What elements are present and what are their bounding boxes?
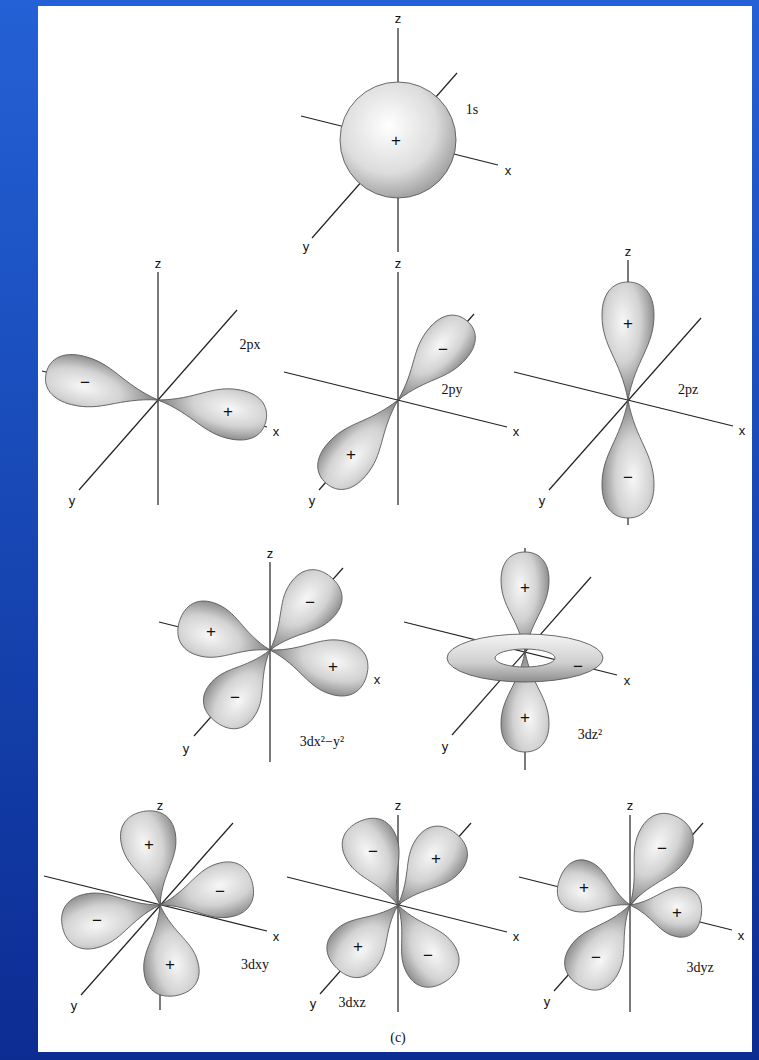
orbital-lobe [307, 384, 417, 500]
phase-sign: + [206, 623, 216, 640]
orbital-lobe [194, 633, 292, 738]
phase-sign: + [672, 904, 682, 921]
orbital-lobe [602, 400, 654, 518]
phase-sign: − [368, 843, 378, 860]
phase-sign: + [346, 446, 356, 463]
s-sphere [340, 82, 456, 198]
orbital-label: 3dxz [338, 996, 365, 1010]
orbital-label: 3dx²−y² [300, 735, 344, 749]
phase-sign: − [438, 341, 448, 358]
axis-label: x [739, 424, 746, 437]
phase-sign: − [92, 912, 102, 929]
phase-sign: + [623, 315, 633, 332]
axis-label: y [442, 740, 449, 753]
axis-label: y [303, 240, 310, 253]
axis-label: z [395, 799, 402, 812]
axis-label: z [155, 257, 162, 270]
phase-sign: − [573, 658, 583, 675]
orbital-label: 1s [466, 103, 478, 117]
phase-sign: + [431, 850, 441, 867]
orbital-label: 3dxy [241, 958, 269, 972]
image-panel [38, 6, 752, 1052]
phase-sign: + [165, 956, 175, 973]
axis-label: y [309, 494, 316, 507]
axis-label: y [310, 997, 317, 1010]
phase-sign: + [144, 836, 154, 853]
phase-sign: − [423, 947, 433, 964]
axis-label: x [273, 930, 280, 943]
orbital-label: 3dz² [578, 728, 602, 742]
axis-label: z [157, 799, 164, 812]
y-axis [312, 73, 457, 238]
axis-label: x [273, 425, 280, 438]
axis-label: y [544, 995, 551, 1008]
phase-sign: − [657, 840, 667, 857]
orbital-lobe [377, 816, 478, 922]
axis-label: z [627, 799, 634, 812]
axis-label: z [267, 547, 274, 560]
phase-sign: + [328, 658, 338, 675]
orbital-lobe [627, 880, 705, 940]
axis-label: y [539, 494, 546, 507]
z-axis [269, 562, 270, 762]
axis-label: x [513, 930, 520, 943]
orbital-label: 2py [442, 383, 463, 397]
panel-letter: (c) [390, 1031, 406, 1045]
orbital-lobe [555, 890, 653, 1000]
phase-sign: − [80, 374, 90, 391]
x-axis [284, 372, 507, 427]
axis-label: y [69, 494, 76, 507]
axis-label: y [71, 999, 78, 1012]
orbital-lobe [374, 891, 468, 996]
z-axis [629, 815, 630, 1012]
phase-sign: + [223, 403, 233, 420]
phase-sign: + [520, 579, 530, 596]
orbital-lobe [602, 282, 654, 400]
axis-label: x [374, 673, 381, 686]
orbital-label: 3dyz [686, 961, 713, 975]
orbital-torus [447, 634, 603, 682]
orbital-lobe [380, 305, 485, 416]
axis-label: y [183, 742, 190, 755]
axis-label: x [624, 674, 631, 687]
phase-sign: + [391, 132, 401, 149]
orbital-label: 2px [240, 338, 261, 352]
axis-label: x [738, 929, 745, 942]
phase-sign: − [623, 469, 633, 486]
orbital-lobe [133, 900, 203, 1000]
orbital-label: 2pz [678, 383, 698, 397]
phase-sign: + [520, 709, 530, 726]
axis-label: x [505, 164, 512, 177]
axis-label: z [625, 245, 632, 258]
phase-sign: − [305, 594, 315, 611]
phase-sign: − [591, 949, 601, 966]
axis-label: x [513, 425, 520, 438]
phase-sign: − [215, 883, 225, 900]
orbital-lobe [263, 623, 374, 701]
phase-sign: − [230, 689, 240, 706]
orbital-lobe [40, 348, 164, 424]
z-axis [397, 272, 398, 505]
orbital-lobe [153, 375, 270, 444]
axis-label: z [395, 257, 402, 270]
axis-label: z [395, 12, 402, 25]
z-axis [157, 272, 158, 505]
phase-sign: + [353, 938, 363, 955]
phase-sign: + [579, 879, 589, 896]
